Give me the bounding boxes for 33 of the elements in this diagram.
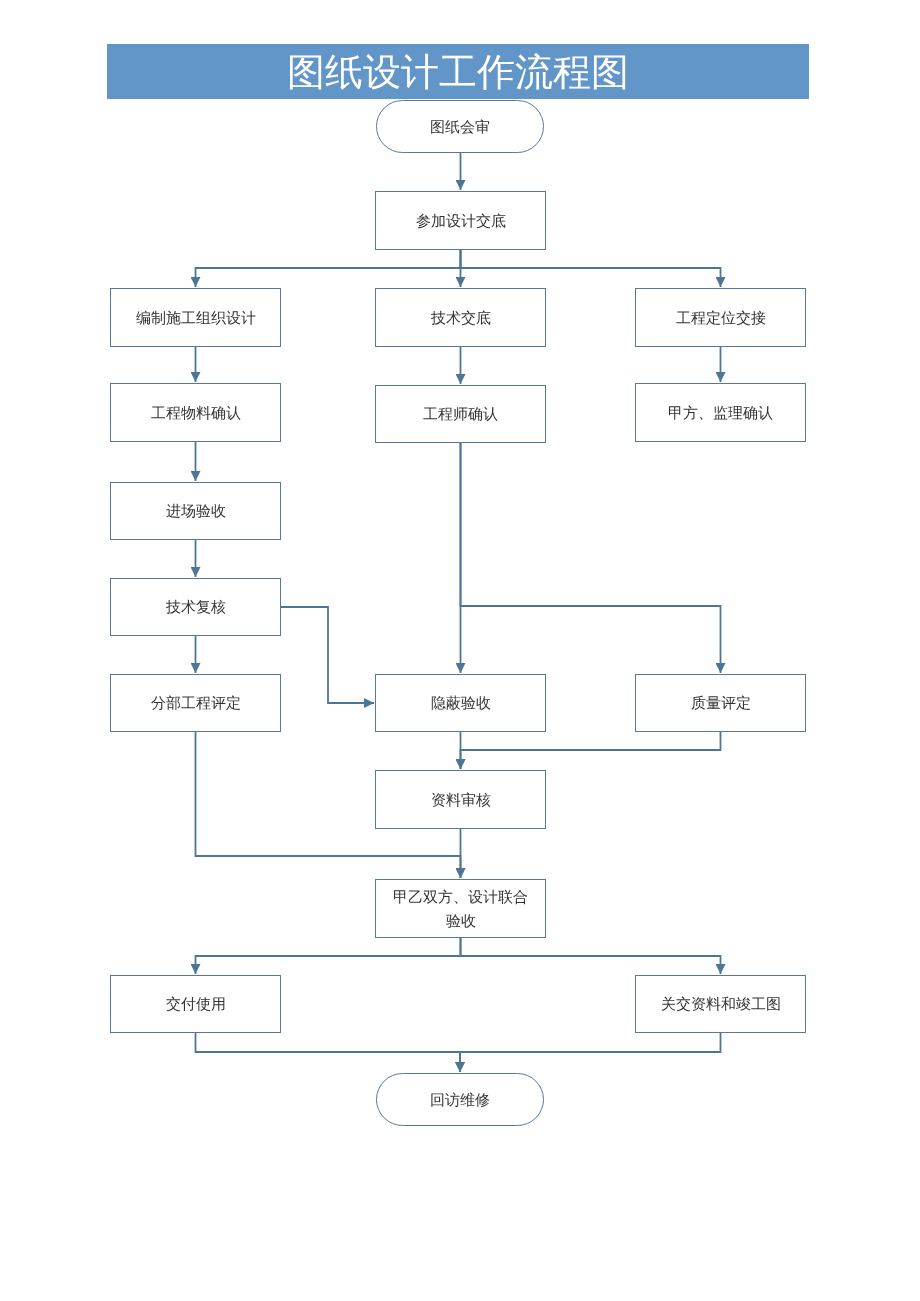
process-box: 甲乙双方、设计联合验收 — [375, 879, 546, 938]
process-box: 甲方、监理确认 — [635, 383, 806, 442]
arrow — [190, 539, 201, 578]
process-box: 工程物料确认 — [110, 383, 281, 442]
process-box: 进场验收 — [110, 482, 281, 540]
arrow — [190, 346, 201, 383]
process-box: 交付使用 — [110, 975, 281, 1033]
arrow — [715, 346, 726, 383]
process-box: 参加设计交底 — [375, 191, 546, 250]
arrow — [280, 606, 375, 708]
terminal-pill: 图纸会审 — [376, 100, 544, 153]
process-box: 技术复核 — [110, 578, 281, 636]
process-box: 资料审核 — [375, 770, 546, 829]
arrow — [190, 441, 201, 482]
arrow — [455, 346, 466, 385]
process-box: 分部工程评定 — [110, 674, 281, 732]
process-box: 工程定位交接 — [635, 288, 806, 347]
process-box: 质量评定 — [635, 674, 806, 732]
title-banner: 图纸设计工作流程图 — [107, 44, 809, 99]
arrow — [194, 731, 466, 879]
arrow — [455, 731, 722, 770]
process-box: 隐蔽验收 — [375, 674, 546, 732]
terminal-pill: 回访维修 — [376, 1073, 544, 1126]
arrow — [459, 249, 726, 288]
arrow — [455, 152, 466, 191]
process-box: 工程师确认 — [375, 385, 546, 443]
arrow — [459, 937, 726, 975]
process-box: 关交资料和竣工图 — [635, 975, 806, 1033]
arrow — [455, 1032, 722, 1073]
process-box: 技术交底 — [375, 288, 546, 347]
arrow — [459, 442, 726, 674]
arrow — [190, 635, 201, 674]
process-box: 编制施工组织设计 — [110, 288, 281, 347]
